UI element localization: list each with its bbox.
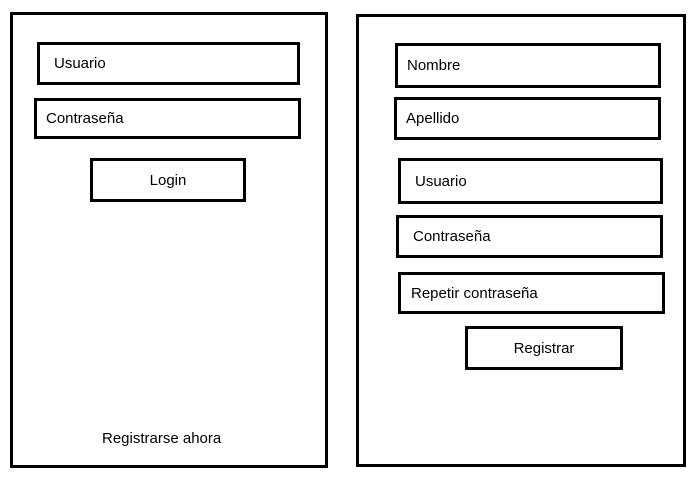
login-button[interactable]: Login [90, 158, 246, 202]
login-panel [10, 12, 328, 468]
login-username-field[interactable]: Usuario [37, 42, 300, 85]
register-repeat-password-field[interactable]: Repetir contraseña [398, 272, 665, 314]
register-first-name-field[interactable]: Nombre [395, 43, 661, 88]
register-password-field[interactable]: Contraseña [396, 215, 663, 258]
register-last-name-field[interactable]: Apellido [394, 97, 661, 140]
login-password-field[interactable]: Contraseña [34, 98, 301, 139]
register-now-link[interactable]: Registrarse ahora [102, 430, 222, 447]
register-button[interactable]: Registrar [465, 326, 623, 370]
register-username-field[interactable]: Usuario [398, 158, 663, 204]
